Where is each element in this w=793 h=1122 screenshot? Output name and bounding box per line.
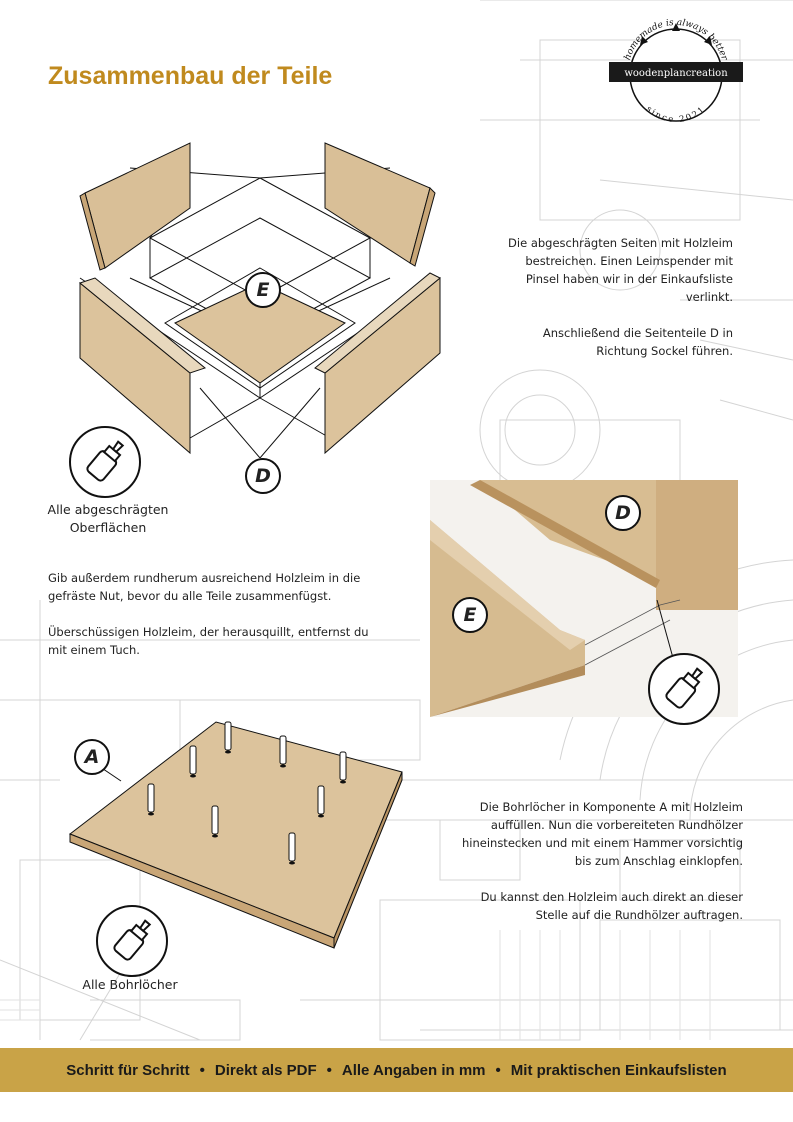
page-title: Zusammenbau der Teile (48, 62, 333, 90)
label-e-detail: E (452, 597, 488, 633)
caption-beveled: Alle abgeschrägten Oberflächen (47, 502, 169, 535)
footer-item-mm: Alle Angaben in mm (341, 1061, 486, 1079)
footer-item-pdf: Direkt als PDF (214, 1061, 317, 1079)
label-e-top: E (245, 272, 281, 308)
label-d-detail: D (605, 495, 641, 531)
step1-text: Die abgeschrägten Seiten mit Holzleim be… (508, 236, 733, 358)
glue-bottle-icon (69, 426, 141, 498)
footer-item-shopping: Mit praktischen Einkaufslisten (510, 1061, 727, 1079)
footer-separator: • (495, 1061, 501, 1079)
glue-bottle-icon (648, 653, 720, 725)
footer-banner: Schritt für Schritt • Direkt als PDF • A… (0, 1048, 793, 1092)
glue-bottle-icon (96, 905, 168, 977)
exploded-box-illustration (78, 142, 441, 458)
caption-drill-holes: Alle Bohrlöcher (82, 977, 178, 992)
step3-text: Die Bohrlöcher in Komponente A mit Holzl… (461, 800, 743, 922)
step2-text: Gib außerdem rundherum ausreichend Holzl… (48, 571, 369, 657)
base-plate-illustration (68, 721, 403, 949)
label-d-top: D (245, 458, 281, 494)
footer-separator: • (326, 1061, 332, 1079)
footer-item-steps: Schritt für Schritt (66, 1061, 190, 1079)
leader-line (656, 600, 674, 659)
logo-brand: woodenplancreation (624, 68, 728, 79)
logo: homemade is always better woodenplancrea… (609, 18, 743, 125)
footer-separator: • (199, 1061, 205, 1079)
label-a: A (74, 739, 110, 775)
